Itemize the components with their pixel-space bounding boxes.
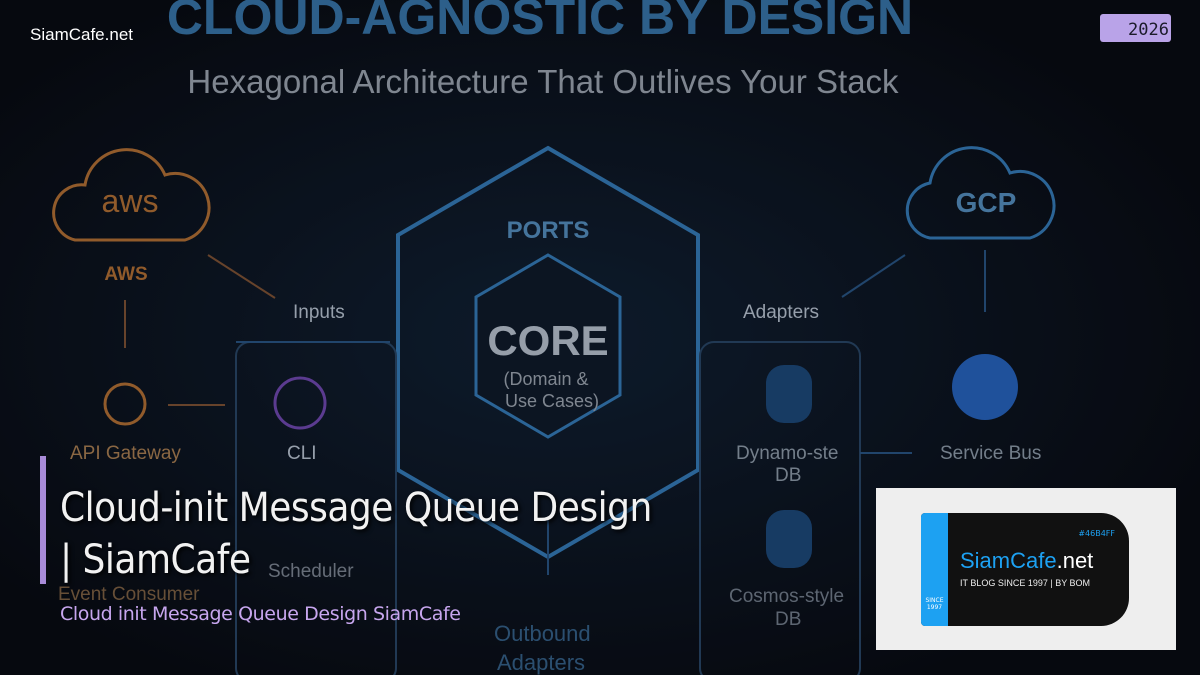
since-year: 1997 xyxy=(926,604,943,611)
logo-color-code: #46B4FF xyxy=(1078,529,1115,538)
service-bus-icon xyxy=(952,354,1018,420)
article-title: Cloud-init Message Queue Design | SiamCa… xyxy=(60,482,820,586)
core-label: CORE xyxy=(487,317,608,364)
logo-brand: SiamCafe.net xyxy=(960,548,1093,574)
site-name[interactable]: SiamCafe.net xyxy=(30,25,133,44)
adapters-label: Adapters xyxy=(743,302,819,323)
db-icons xyxy=(766,365,812,568)
outbound-label-2: Adapters xyxy=(497,650,585,675)
scheduler-label: Scheduler xyxy=(268,561,354,582)
illustration-heading: CLOUD-AGNOSTIC BY DESIGN xyxy=(167,0,913,45)
api-gateway-label: API Gateway xyxy=(70,443,181,464)
brand-main: SiamCafe xyxy=(960,548,1057,573)
event-consumer-label: Event Consumer xyxy=(58,584,200,605)
aws-logo-text: aws xyxy=(102,183,159,219)
cosmos-label-2: DB xyxy=(775,609,801,630)
outbound-label-1: Outbound xyxy=(494,621,591,646)
dynamo-label-1: Dynamo-ste xyxy=(736,443,838,464)
service-bus-label: Service Bus xyxy=(940,443,1041,464)
inputs-label: Inputs xyxy=(293,302,345,323)
title-accent-bar xyxy=(40,456,46,584)
title-line-1: Cloud-init Message Queue Design xyxy=(60,485,652,531)
gcp-label: GCP xyxy=(956,187,1017,218)
gcp-cloud-icon xyxy=(905,146,1056,240)
adapters-box xyxy=(699,341,861,675)
logo-tagline: IT BLOG SINCE 1997 | BY BOM xyxy=(960,578,1091,588)
illustration-subheading: Hexagonal Architecture That Outlives You… xyxy=(187,63,899,100)
api-gateway-icon xyxy=(103,382,147,426)
article-subtitle: Cloud init Message Queue Design SiamCafe xyxy=(60,603,461,625)
since-text: SINCE xyxy=(925,597,944,604)
logo-blue-strip xyxy=(921,513,948,626)
core-sub2: Use Cases) xyxy=(505,391,599,411)
ports-label: PORTS xyxy=(507,217,590,244)
core-hexagon xyxy=(474,253,622,439)
core-sub1: (Domain & xyxy=(503,369,588,389)
cli-icon xyxy=(273,376,327,430)
aws-cloud-icon xyxy=(52,148,211,242)
aws-label: AWS xyxy=(104,264,147,285)
dynamo-label-2: DB xyxy=(775,465,801,486)
cli-label: CLI xyxy=(287,443,317,464)
title-line-2: | SiamCafe xyxy=(60,537,251,583)
brand-suffix: .net xyxy=(1056,548,1094,573)
cosmos-label-1: Cosmos-style xyxy=(729,586,844,607)
year-badge: 2026 xyxy=(1100,14,1171,42)
